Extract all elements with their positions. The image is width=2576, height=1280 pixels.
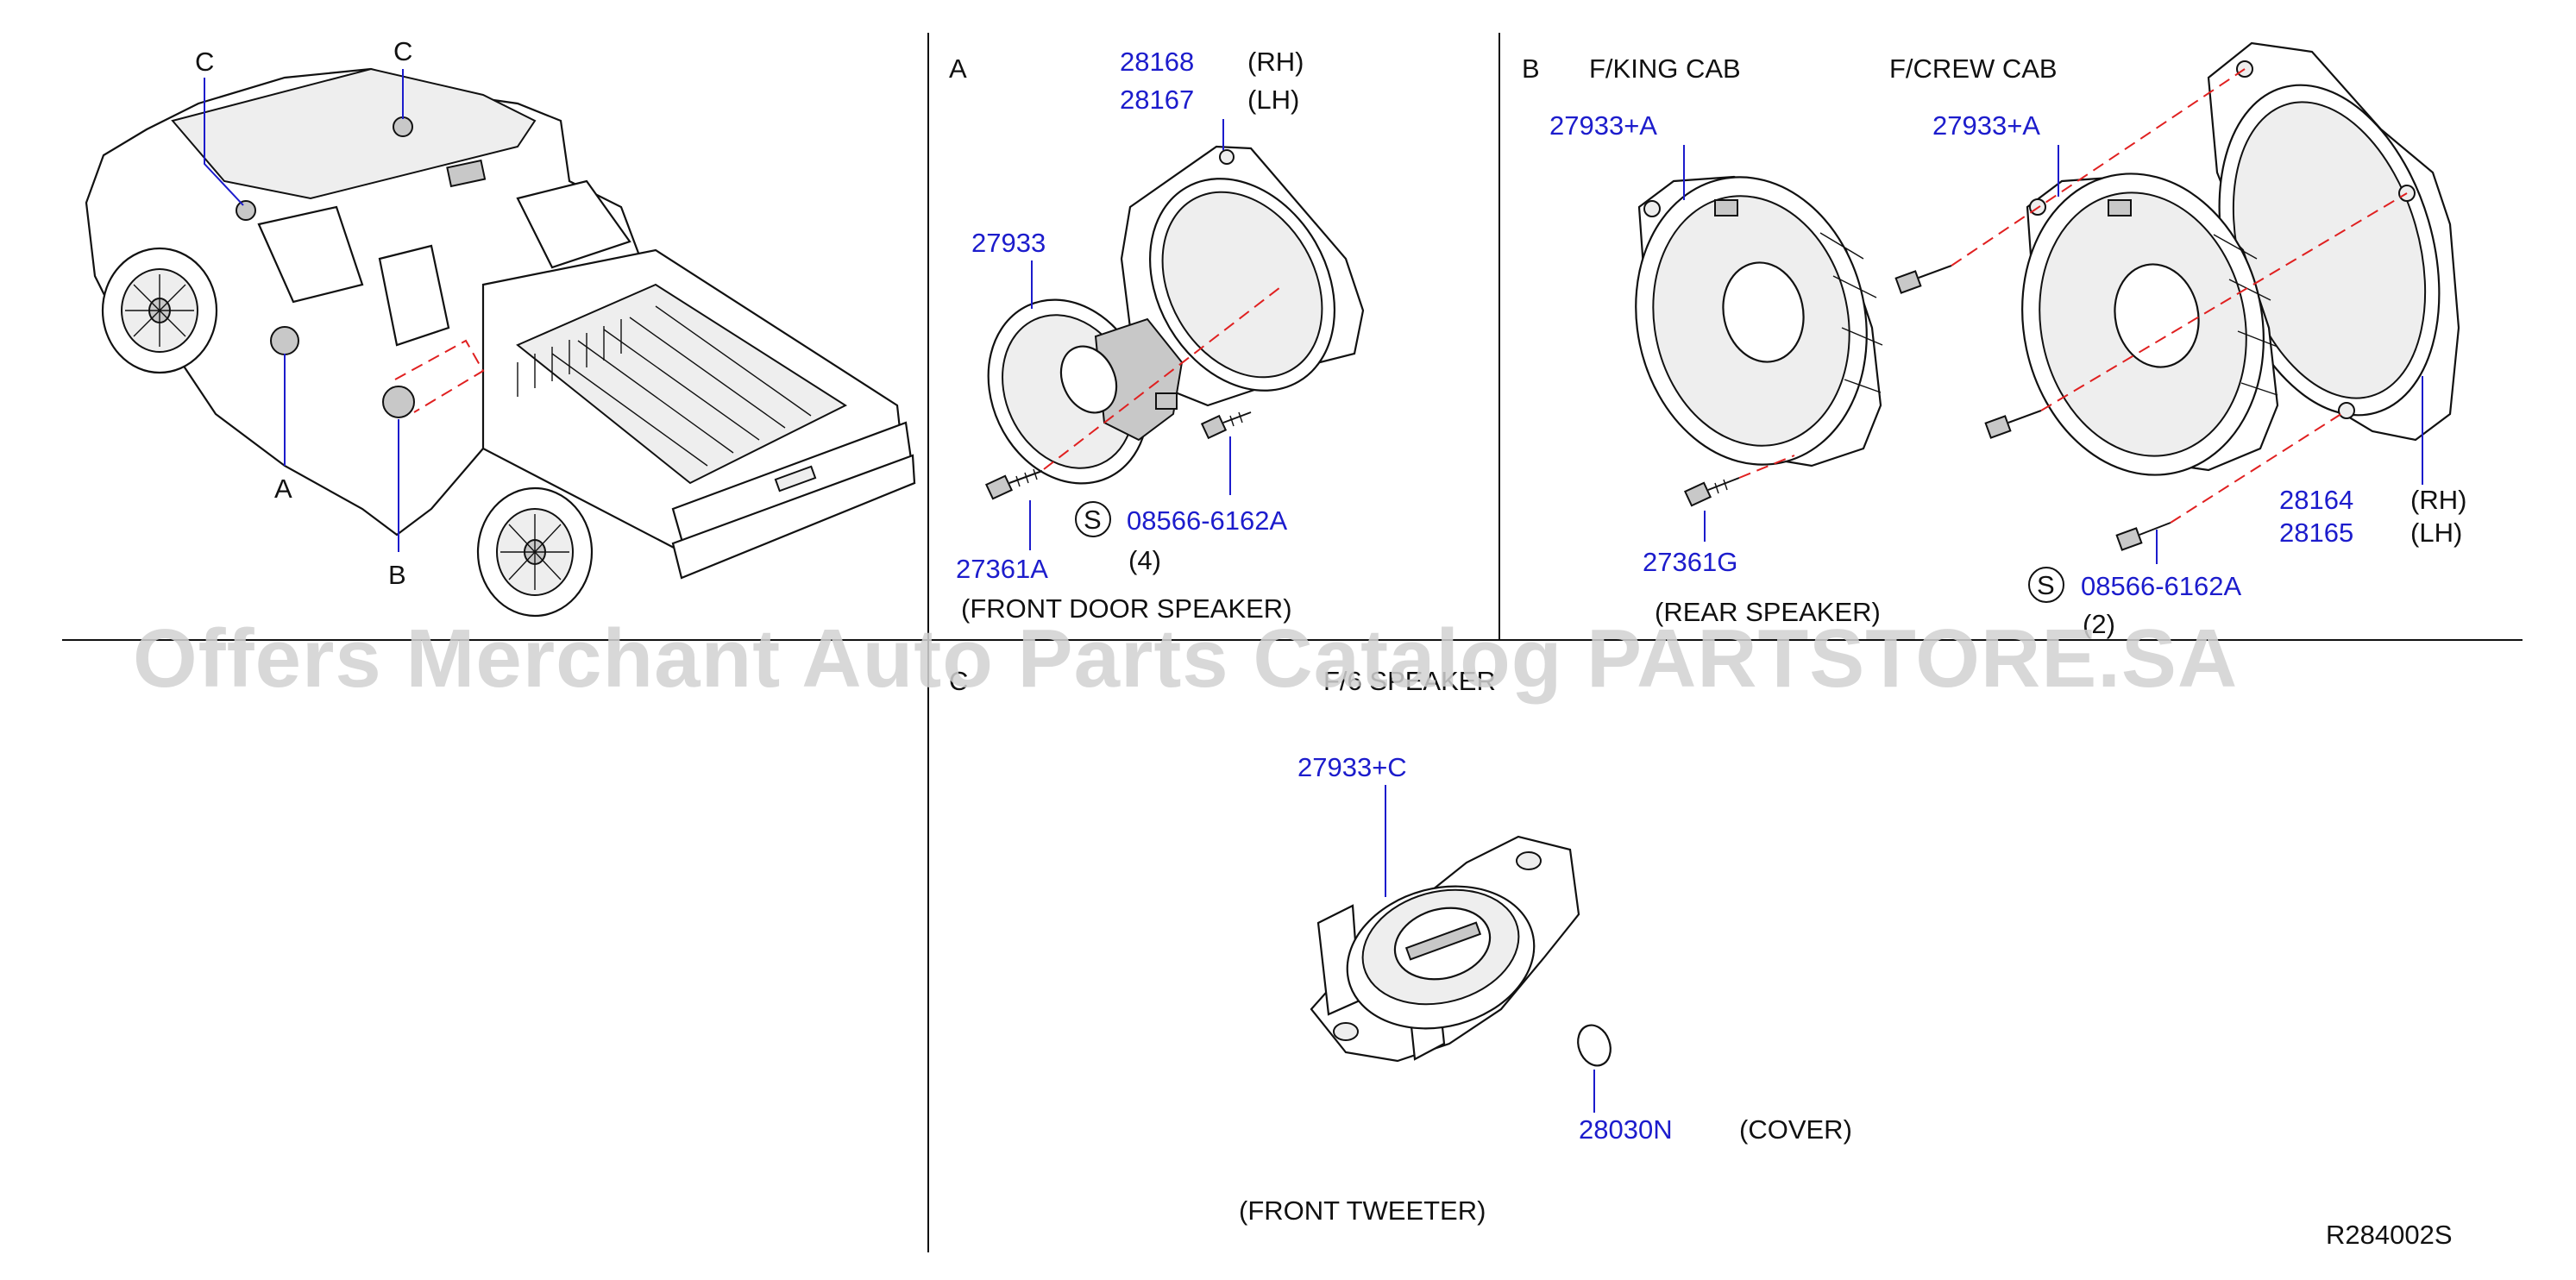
rear-quantity-label: (2) [2083, 609, 2115, 639]
front-wheel [101, 247, 218, 374]
king-cab-speaker-drawing [1635, 145, 1883, 542]
screw-27361a [984, 468, 1043, 500]
part-number-28167: 28167 [1120, 85, 1194, 115]
tweeter-heading: F/6 SPEAKER [1323, 666, 1496, 696]
diagram-code: R284002S [2326, 1220, 2453, 1250]
front-door-speaker-drawing [984, 119, 1365, 550]
part-number-28165: 28165 [2279, 518, 2353, 548]
cover-label: (COVER) [1739, 1114, 1852, 1145]
tweeter-bracket-hole-top [1516, 851, 1542, 870]
king-speaker-mount-hole [1643, 200, 1661, 217]
crew-screw-bottom [2115, 522, 2171, 551]
frame-lines [62, 33, 2523, 1252]
part-number-27361g: 27361G [1643, 547, 1737, 577]
rear-s-symbol: S [2037, 570, 2055, 600]
vehicle-label-c-right: C [393, 36, 412, 66]
front-speaker-dust-cap [1059, 345, 1118, 414]
quantity-label: (4) [1128, 545, 1161, 575]
cab-rear-window [516, 179, 631, 269]
king-speaker-dust-cap [1722, 261, 1805, 363]
section-label-c: C [949, 666, 968, 696]
crew-dashed-axis-middle [2040, 192, 2408, 411]
crew-cab-speaker-drawing [1894, 41, 2460, 564]
s-symbol-circle [1075, 501, 1111, 537]
section-label-a: A [949, 53, 967, 84]
crew-screw-top [1894, 265, 1952, 294]
rear-door-window [257, 205, 364, 304]
bed-floor [516, 283, 848, 485]
rear-bumper [671, 454, 916, 580]
rear-speaker-dashed-outline [394, 339, 485, 413]
part-number-27933-a-king: 27933+A [1549, 110, 1657, 141]
watermark: Offers Merchant Auto Parts Catalog PARTS… [133, 612, 2238, 705]
tweeter-cover [1577, 1024, 1612, 1067]
screw-08566-6162a [1200, 411, 1252, 440]
front-door-speaker-caption: (FRONT DOOR SPEAKER) [961, 593, 1292, 624]
rear-wheel [476, 486, 594, 618]
crew-speaker-clip [2108, 199, 2132, 216]
part-number-27933-c: 27933+C [1297, 752, 1407, 782]
tweeter-bracket-hole-bottom [1333, 1022, 1359, 1041]
bracket-inner-ring [1161, 191, 1323, 379]
leader-vehicle-c-left [204, 78, 244, 206]
rear-lh-label: (LH) [2410, 518, 2462, 548]
truck-roof [171, 67, 537, 200]
right-tweeter-location [393, 116, 413, 137]
rear-speaker-caption: (REAR SPEAKER) [1655, 597, 1881, 627]
front-dashed-axis [1043, 284, 1285, 470]
crew-bracket-hole-right [2398, 185, 2416, 202]
rear-rh-label: (RH) [2410, 485, 2466, 515]
king-dashed-axis [1738, 455, 1795, 479]
s-symbol: S [1084, 505, 1102, 535]
bed-front-panel-ribs [517, 319, 622, 397]
rear-side-window [378, 244, 450, 347]
tweeter-drawing [1310, 785, 1612, 1113]
crew-bracket-hole-top [2236, 60, 2253, 78]
crew-bracket-hole-bottom [2338, 402, 2355, 419]
part-number-28168: 28168 [1120, 47, 1194, 77]
crew-dashed-axis-bottom [2170, 410, 2347, 524]
crew-speaker-ribs [2213, 234, 2278, 396]
crew-dashed-axis-top [1951, 68, 2246, 267]
crew-cab-label: F/CREW CAB [1889, 53, 2058, 84]
king-speaker-clip [1714, 199, 1738, 216]
rear-part-number-08566-6162a: 08566-6162A [2081, 571, 2241, 601]
front-door-speaker-location [270, 326, 299, 355]
screw-27361g [1683, 477, 1740, 507]
part-number-28164: 28164 [2279, 485, 2353, 515]
part-number-27933: 27933 [971, 228, 1046, 258]
part-number-28030n: 28030N [1579, 1114, 1673, 1145]
king-speaker-ribs [1819, 232, 1883, 393]
vehicle-label-a: A [274, 474, 292, 504]
vehicle-illustration [85, 67, 916, 618]
part-number-08566-6162a: 08566-6162A [1127, 505, 1287, 536]
king-cab-label: F/KING CAB [1589, 53, 1741, 84]
rear-s-symbol-circle [2028, 567, 2064, 603]
roof-marker-light [446, 159, 487, 188]
front-tweeter-caption: (FRONT TWEETER) [1239, 1195, 1486, 1226]
section-label-b: B [1522, 53, 1540, 84]
tailgate-handle [774, 465, 817, 493]
crew-screw-middle [1984, 410, 2042, 439]
part-number-27933-a-crew: 27933+A [1932, 110, 2040, 141]
vehicle-label-b: B [388, 560, 406, 590]
tweeter-dome-bar [1404, 921, 1482, 961]
vehicle-label-c-left: C [195, 47, 214, 77]
bracket-hole [1219, 149, 1235, 165]
crew-speaker-dust-cap [2114, 263, 2200, 368]
rear-speaker-location [382, 386, 415, 418]
left-tweeter-location [236, 200, 256, 221]
rh-label: (RH) [1247, 47, 1304, 77]
lh-label: (LH) [1247, 85, 1299, 115]
part-number-27361a: 27361A [956, 554, 1048, 584]
front-speaker-terminal [1155, 392, 1178, 410]
